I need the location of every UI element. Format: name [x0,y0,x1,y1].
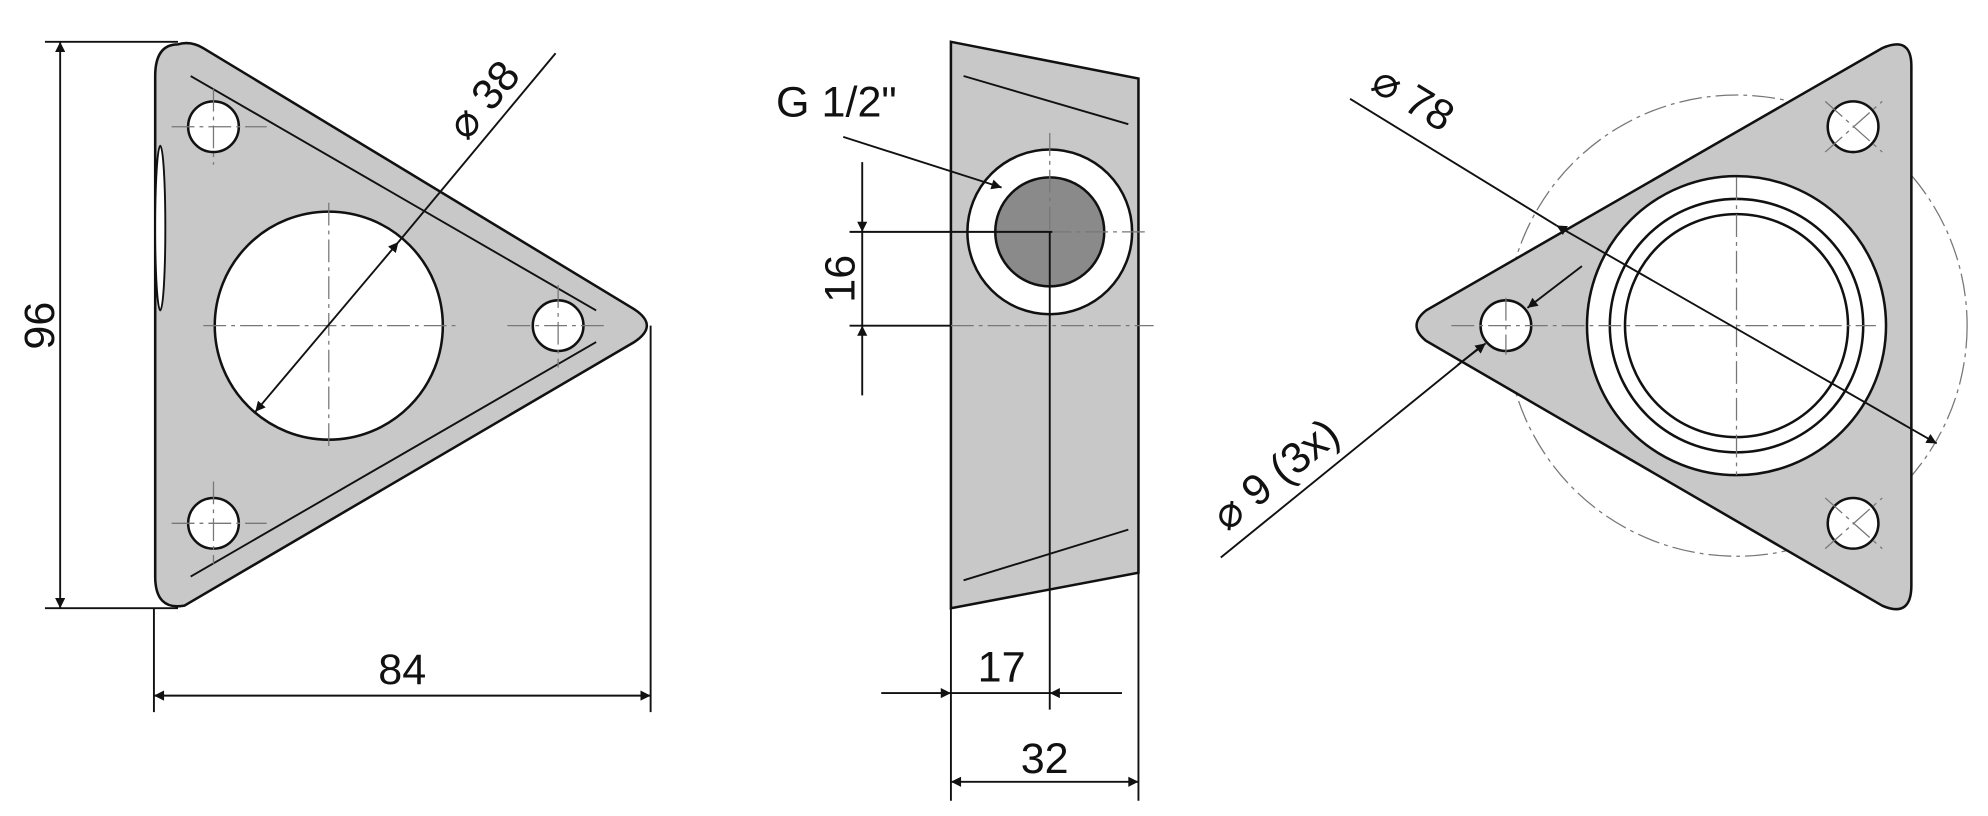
width-dimension: 84 [378,646,426,694]
thickness-dimension: 32 [1021,735,1069,783]
thread-depth-dimension: 17 [978,644,1026,692]
height-dimension: 96 [16,302,64,350]
bolt-circle-dimension: ⌀ 78 [1364,56,1462,141]
side-view: G 1/2" 16 17 32 [776,40,1154,801]
thread-offset-dimension: 16 [817,255,865,303]
bolt-hole-dimension: ⌀ 9 (3x) [1203,409,1348,539]
rear-view: ⌀ 78 ⌀ 9 (3x) [1203,43,1968,611]
front-view: 96 84 ⌀ 38 [16,40,652,713]
thread-label: G 1/2" [776,79,897,127]
